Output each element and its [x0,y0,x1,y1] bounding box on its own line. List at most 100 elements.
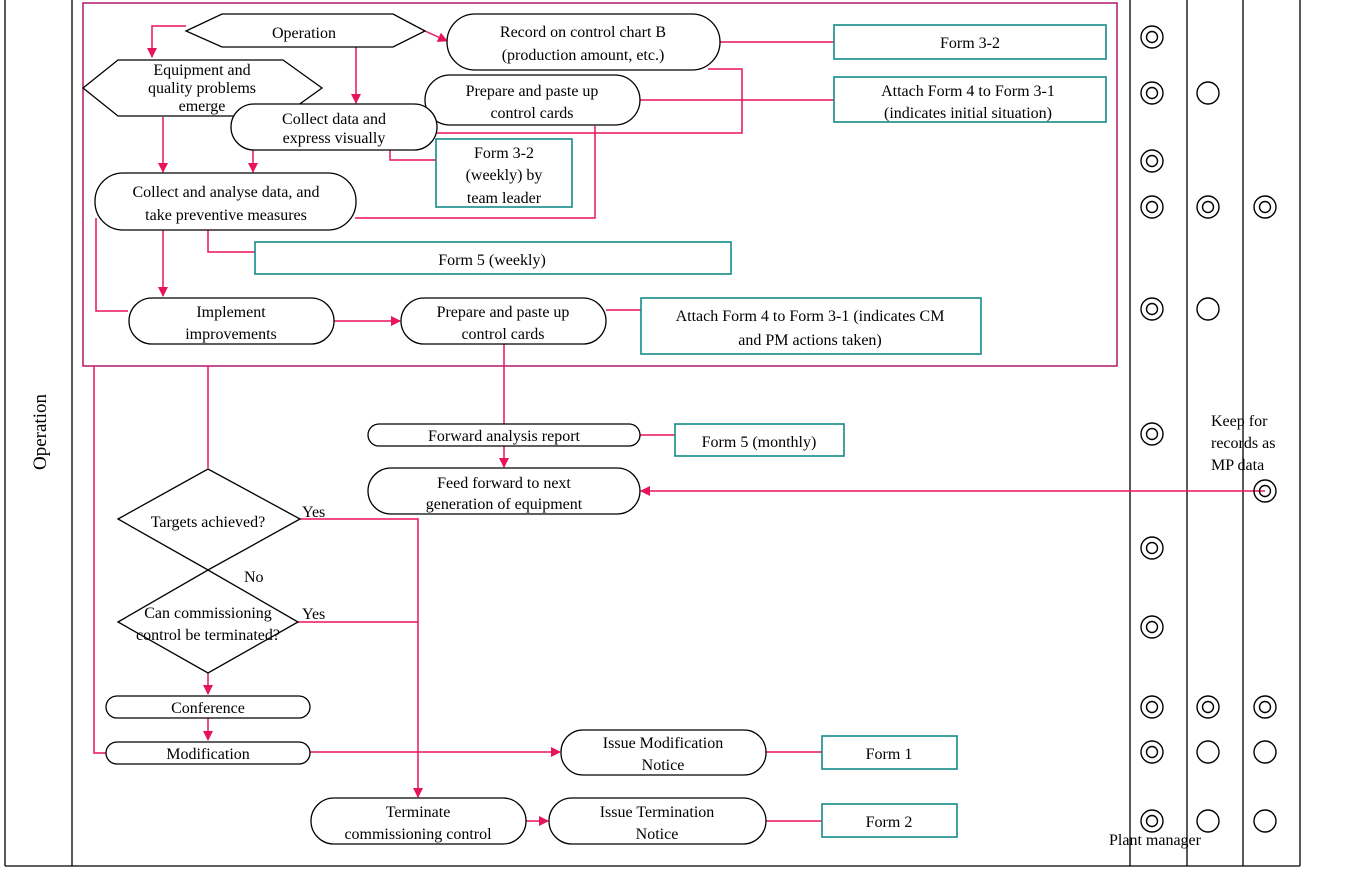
collect-analyse-node: Collect and analyse data, and take preve… [94,172,357,231]
svg-text:Prepare and paste up: Prepare and paste up [466,83,599,100]
double-circle-icon [1140,149,1164,173]
double-circle-icon [1253,695,1277,719]
circle-icon [1196,81,1220,105]
svg-text:Conference: Conference [171,700,245,717]
double-circle-icon [1140,809,1164,833]
svg-text:team leader: team leader [467,190,542,207]
svg-text:control cards: control cards [461,326,544,343]
double-circle-icon [1196,195,1220,219]
svg-text:Terminate: Terminate [386,804,451,821]
double-circle-icon [1140,422,1164,446]
double-circle-icon [1140,81,1164,105]
double-circle-icon [1140,615,1164,639]
svg-text:quality problems: quality problems [148,80,256,97]
svg-text:Form 3-2: Form 3-2 [474,145,534,162]
svg-text:Can commissioning: Can commissioning [144,605,272,622]
circle-icon [1253,740,1277,764]
svg-text:generation of equipment: generation of equipment [426,496,583,513]
svg-text:Form 5 (monthly): Form 5 (monthly) [702,434,817,451]
double-circle-icon [1140,195,1164,219]
no-label: No [244,569,264,586]
can-terminate-decision: Can commissioning control be terminated? [116,569,300,674]
svg-text:Attach Form 4 to Form 3-1 (ind: Attach Form 4 to Form 3-1 (indicates CM [676,308,945,325]
svg-text:Feed forward to next: Feed forward to next [437,475,571,492]
svg-text:Forward analysis report: Forward analysis report [428,428,581,445]
targets-achieved-decision: Targets achieved? [116,468,302,571]
svg-text:MP data: MP data [1211,457,1264,474]
plant-manager-label: Plant manager [1109,832,1202,849]
form-5-monthly-box: Form 5 (monthly) [674,423,845,457]
form-5-weekly-box: Form 5 (weekly) [254,241,732,275]
issue-modification-node: Issue Modification Notice [560,729,767,776]
responsibility-matrix [1140,25,1277,833]
svg-text:Issue Termination: Issue Termination [600,804,715,821]
svg-text:Targets achieved?: Targets achieved? [151,514,266,531]
yes-label-2: Yes [302,606,325,623]
double-circle-icon [1196,695,1220,719]
attach-form-initial-box: Attach Form 4 to Form 3-1 (indicates ini… [833,76,1107,123]
svg-text:Prepare and paste up: Prepare and paste up [437,304,570,321]
svg-text:Issue Modification: Issue Modification [603,735,723,752]
terminate-control-node: Terminate commissioning control [310,797,527,845]
operation-node-label: Operation [272,25,336,42]
issue-termination-node: Issue Termination Notice [548,797,767,845]
attach-form-cm-pm-box: Attach Form 4 to Form 3-1 (indicates CM … [640,297,982,355]
svg-text:(weekly) by: (weekly) by [466,167,543,184]
svg-text:control be terminated?: control be terminated? [136,627,280,644]
modification-node: Modification [105,741,311,765]
svg-text:Equipment and: Equipment and [153,62,250,79]
circle-icon [1196,740,1220,764]
svg-text:Keep for: Keep for [1211,413,1268,430]
double-circle-icon [1253,195,1277,219]
svg-text:emerge: emerge [179,98,226,115]
svg-text:commissioning control: commissioning control [344,826,492,843]
svg-text:and PM actions taken): and PM actions taken) [738,332,882,349]
svg-text:Form 5 (weekly): Form 5 (weekly) [438,252,546,269]
form-3-2-weekly-box: Form 3-2 (weekly) by team leader [435,138,573,208]
circle-icon [1196,297,1220,321]
svg-text:Record on control chart B: Record on control chart B [500,24,666,41]
double-circle-icon [1253,479,1277,503]
double-circle-icon [1140,695,1164,719]
flow-connectors [93,25,1265,826]
circle-icon [1253,809,1277,833]
svg-text:(production amount, etc.): (production amount, etc.) [502,47,665,64]
record-control-chart-node: Record on control chart B (production am… [446,13,721,71]
svg-text:Attach Form 4 to Form 3-1: Attach Form 4 to Form 3-1 [881,83,1055,100]
double-circle-icon [1140,740,1164,764]
yes-label-1: Yes [302,504,325,521]
prepare-control-cards-node-1: Prepare and paste up control cards [424,74,641,126]
svg-text:Implement: Implement [196,304,266,321]
keep-records-note: Keep for records as MP data [1211,413,1275,474]
svg-text:Form 3-2: Form 3-2 [940,35,1000,52]
svg-text:(indicates initial situation): (indicates initial situation) [884,105,1052,122]
circle-icon [1196,809,1220,833]
lane-title: Operation [30,394,51,470]
double-circle-icon [1140,297,1164,321]
collect-express-node: Collect data and express visually [230,103,438,151]
svg-text:express visually: express visually [283,130,386,147]
svg-text:records as: records as [1211,435,1275,452]
svg-text:Collect data and: Collect data and [282,111,386,128]
svg-text:Modification: Modification [166,746,250,763]
commissioning-group-box [82,2,1118,367]
operation-node: Operation [184,13,427,48]
svg-text:Form 2: Form 2 [866,814,913,831]
conference-node: Conference [105,695,311,719]
svg-text:control cards: control cards [490,105,573,122]
svg-text:Notice: Notice [642,757,685,774]
form-3-2-box: Form 3-2 [833,24,1107,60]
forward-report-node: Forward analysis report [367,423,641,447]
svg-text:take preventive measures: take preventive measures [145,207,307,224]
equipment-problems-node: Equipment and quality problems emerge [81,59,324,117]
feed-forward-node: Feed forward to next generation of equip… [367,467,641,515]
form-2-box: Form 2 [821,803,958,838]
svg-text:Collect and analyse data, and: Collect and analyse data, and [132,184,319,201]
form-1-box: Form 1 [821,735,958,770]
svg-text:Form 1: Form 1 [866,746,913,763]
svg-text:improvements: improvements [185,326,277,343]
svg-text:Notice: Notice [636,826,679,843]
implement-improvements-node: Implement improvements [128,297,335,345]
prepare-control-cards-node-2: Prepare and paste up control cards [400,297,607,345]
double-circle-icon [1140,25,1164,49]
